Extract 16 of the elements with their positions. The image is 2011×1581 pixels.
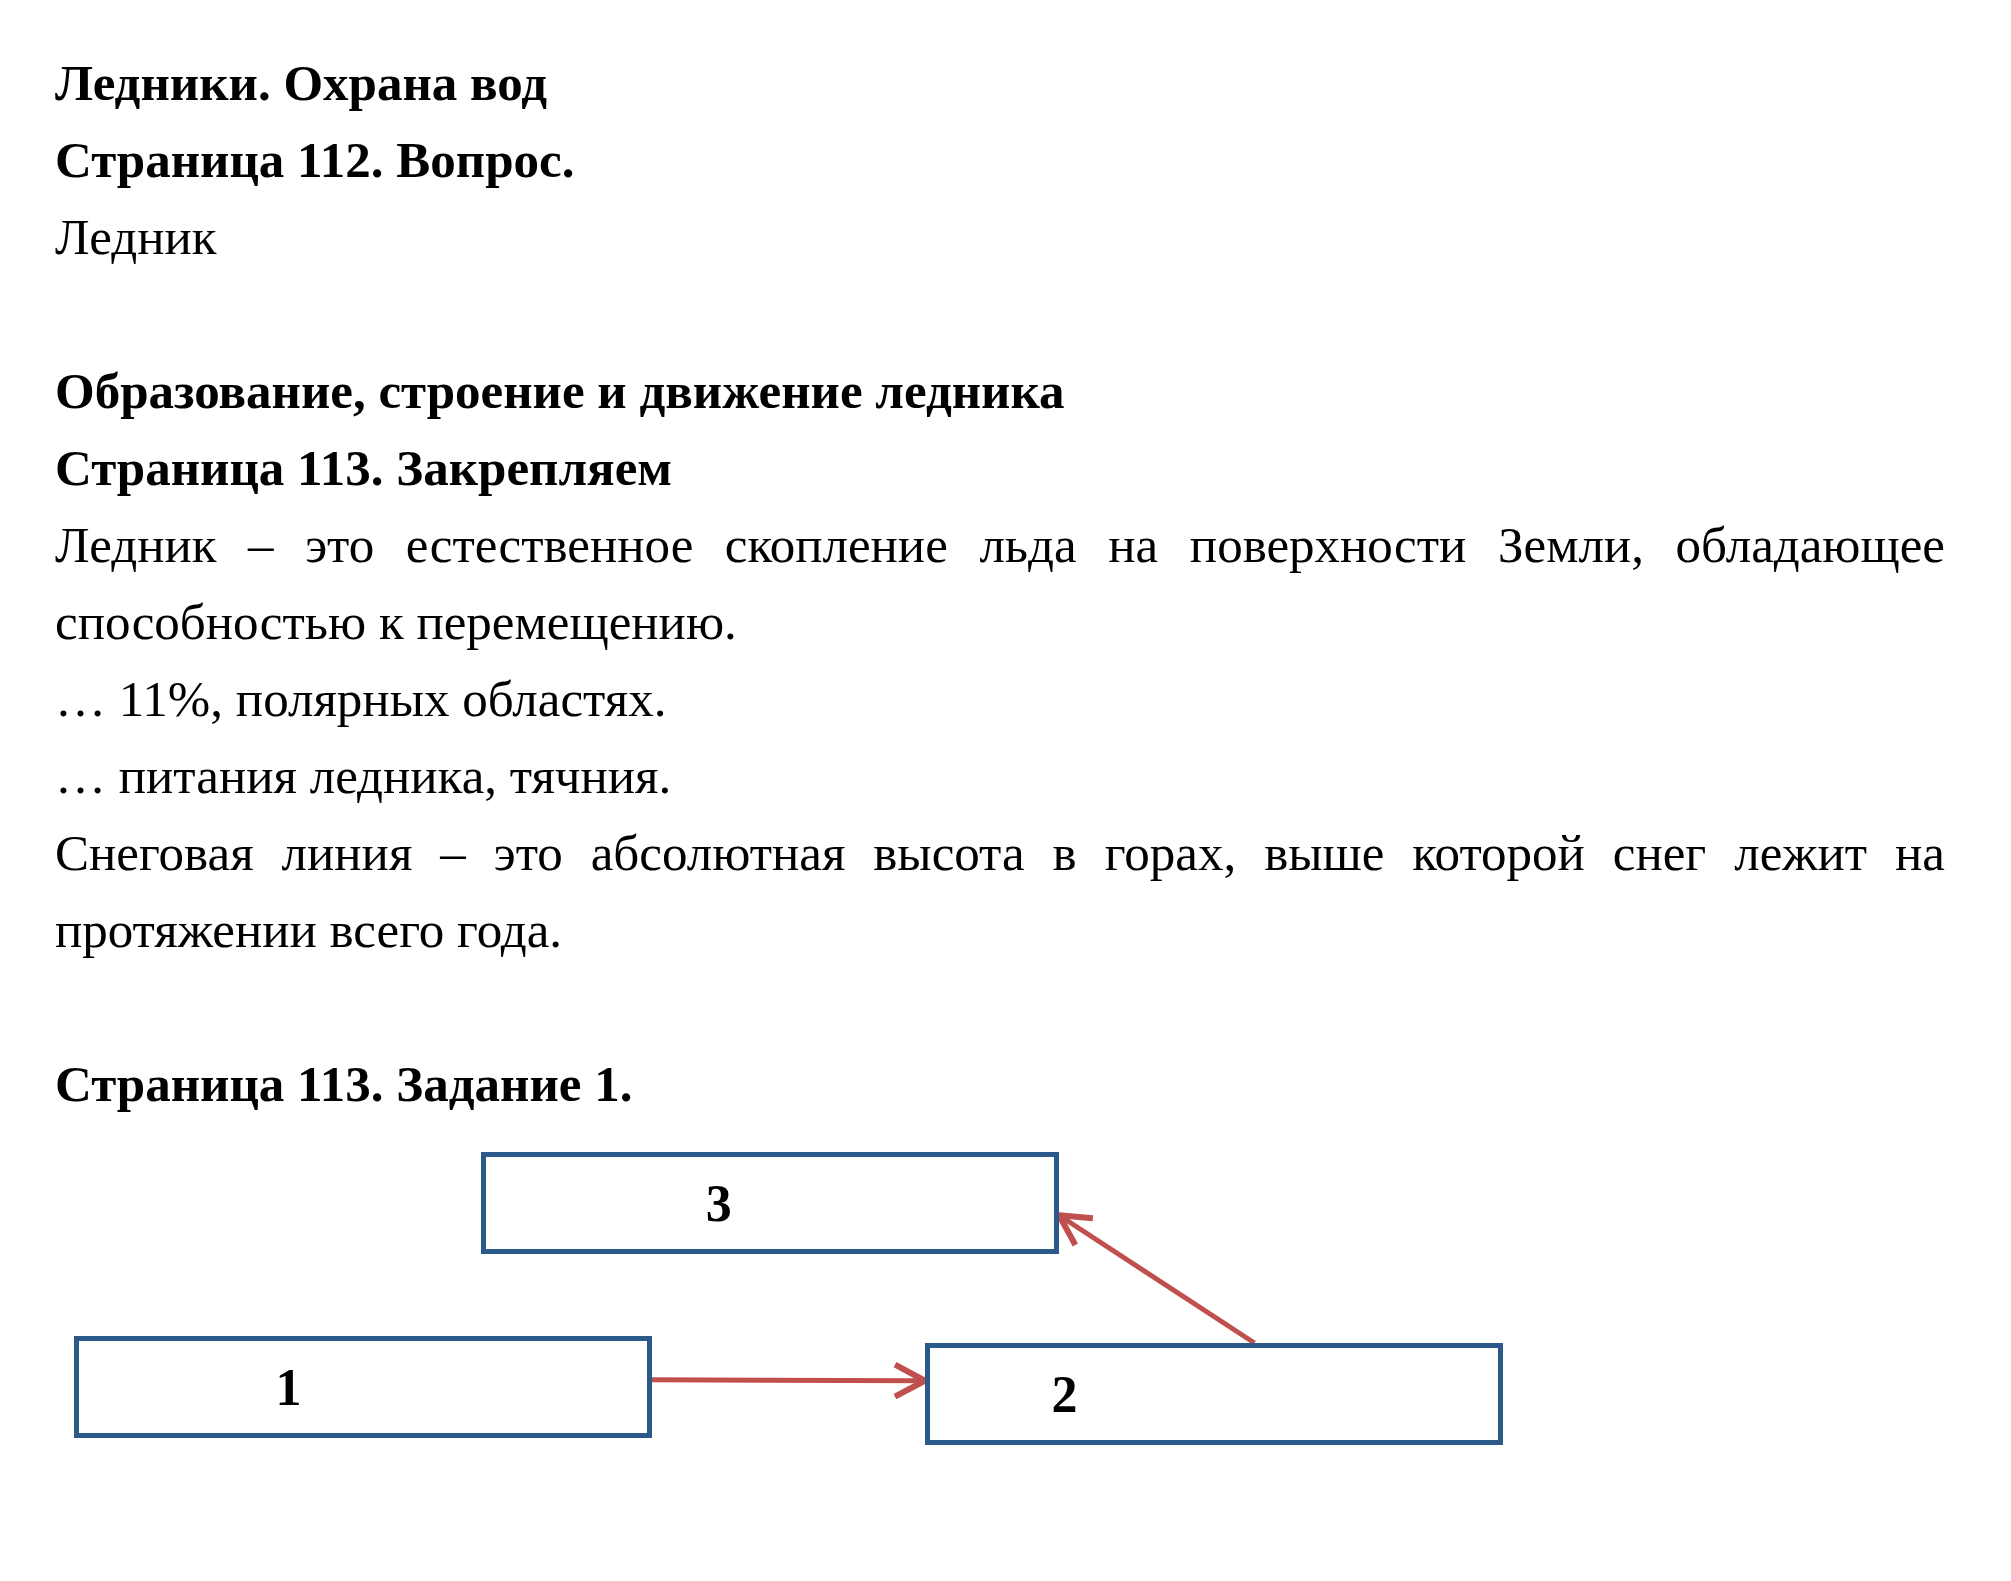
answer-text: Снеговая линия – это абсолютная высота в горах, выше которой снег лежит на протяжении всего года. xyxy=(55,824,1945,960)
box-number: 3 xyxy=(705,1173,732,1233)
section-heading: Страница 112. Вопрос. xyxy=(55,131,575,190)
section-heading: Страница 113. Закрепляем xyxy=(55,439,673,498)
answer-text: Ледник xyxy=(55,208,217,267)
answer-text: … питания ледника, тячния. xyxy=(55,747,672,806)
answer-box xyxy=(925,1343,1503,1445)
page-title: Ледники. Охрана вод xyxy=(55,54,548,113)
box-number: 1 xyxy=(275,1357,302,1417)
answer-text: … 11%, полярных областях. xyxy=(55,670,667,729)
section-heading: Страница 113. Задание 1. xyxy=(55,1055,633,1114)
answer-box xyxy=(481,1152,1059,1254)
section-heading: Образование, строение и движение ледника xyxy=(55,362,1065,421)
answer-text: Ледник – это естественное скопление льда на поверхности Земли, обладающее способностью к перемещению. xyxy=(55,516,1945,652)
answer-box xyxy=(74,1336,652,1438)
box-number: 2 xyxy=(1051,1364,1078,1424)
